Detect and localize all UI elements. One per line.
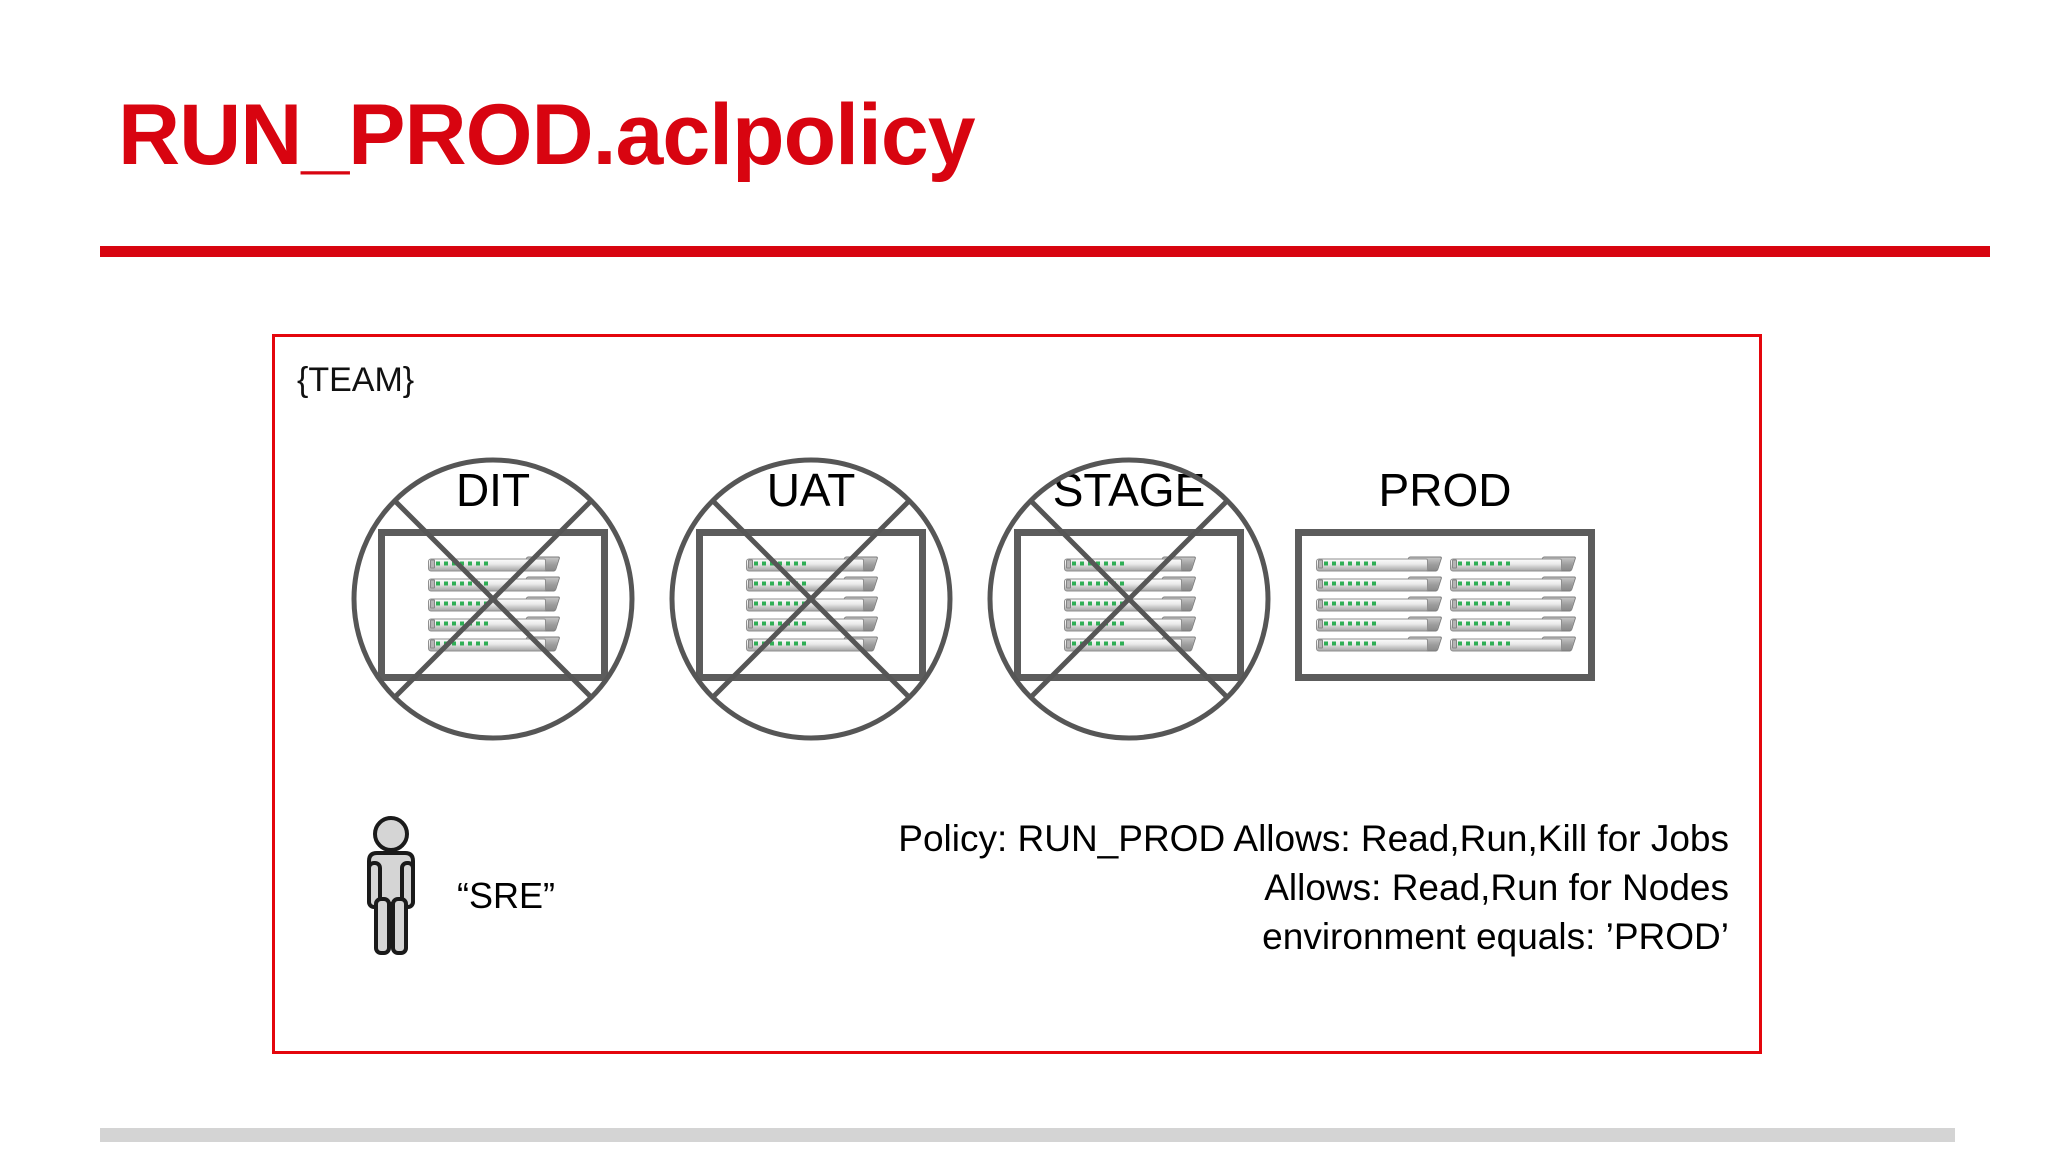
policy-line-jobs: Policy: RUN_PROD Allows: Read,Run,Kill f… [898, 818, 1729, 859]
environment-prod-label: PROD [1378, 464, 1512, 516]
server-unit [1064, 616, 1197, 634]
server-unit [1450, 596, 1577, 614]
server-unit [1316, 636, 1443, 654]
server-unit [1450, 576, 1577, 594]
team-boundary-box: {TEAM} DIT [272, 334, 1762, 1054]
server-unit [428, 636, 561, 654]
server-rack-uat [696, 529, 926, 681]
server-rack-prod [1295, 529, 1595, 681]
server-unit [1316, 576, 1443, 594]
server-unit [746, 556, 879, 574]
server-unit [746, 636, 879, 654]
server-unit [1316, 556, 1443, 574]
server-unit [428, 616, 561, 634]
policy-text-block: Policy: RUN_PROD Allows: Read,Run,Kill f… [769, 815, 1729, 961]
policy-line-environment: environment equals: ’PROD’ [1262, 915, 1729, 957]
environment-dit-label: DIT [455, 464, 531, 516]
environment-prod: PROD [1285, 449, 1605, 749]
server-unit [1316, 596, 1443, 614]
server-unit [1064, 576, 1197, 594]
server-rack-stage [1014, 529, 1244, 681]
server-unit [428, 576, 561, 594]
page-title: RUN_PROD.aclpolicy [118, 87, 976, 183]
server-unit [428, 596, 561, 614]
environment-row: DIT UAT [275, 449, 1759, 749]
environment-stage: STAGE [969, 449, 1289, 749]
policy-line-nodes: Allows: Read,Run for Nodes [1264, 866, 1729, 908]
server-unit [1064, 636, 1197, 654]
footer-bar [100, 1128, 1955, 1142]
server-unit [1064, 556, 1197, 574]
team-label: {TEAM} [297, 361, 415, 399]
title-underline-rule [100, 246, 1990, 257]
environment-uat: UAT [651, 449, 971, 749]
server-unit [746, 576, 879, 594]
server-unit [1450, 636, 1577, 654]
server-unit [1064, 596, 1197, 614]
server-unit [746, 596, 879, 614]
person-icon [367, 816, 415, 955]
environment-uat-label: UAT [766, 464, 856, 516]
server-unit [1316, 616, 1443, 634]
server-unit [1450, 556, 1577, 574]
server-unit [746, 616, 879, 634]
server-unit [1450, 616, 1577, 634]
environment-stage-label: STAGE [1052, 464, 1206, 516]
sre-label: “SRE” [457, 875, 555, 916]
environment-dit: DIT [333, 449, 653, 749]
server-unit [428, 556, 561, 574]
server-rack-dit [378, 529, 608, 681]
